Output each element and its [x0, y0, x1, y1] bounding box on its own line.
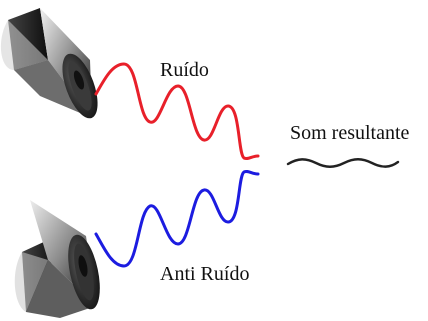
speaker-icon: [0, 8, 98, 119]
noise-wave: [94, 62, 260, 161]
anti-noise-label: Anti Ruído: [160, 263, 250, 285]
result-wave: [286, 158, 400, 168]
speaker-icon: [14, 200, 100, 318]
noise-label: Ruído: [160, 59, 209, 81]
result-label: Som resultante: [290, 122, 410, 144]
anti-noise-wave: [94, 169, 260, 268]
